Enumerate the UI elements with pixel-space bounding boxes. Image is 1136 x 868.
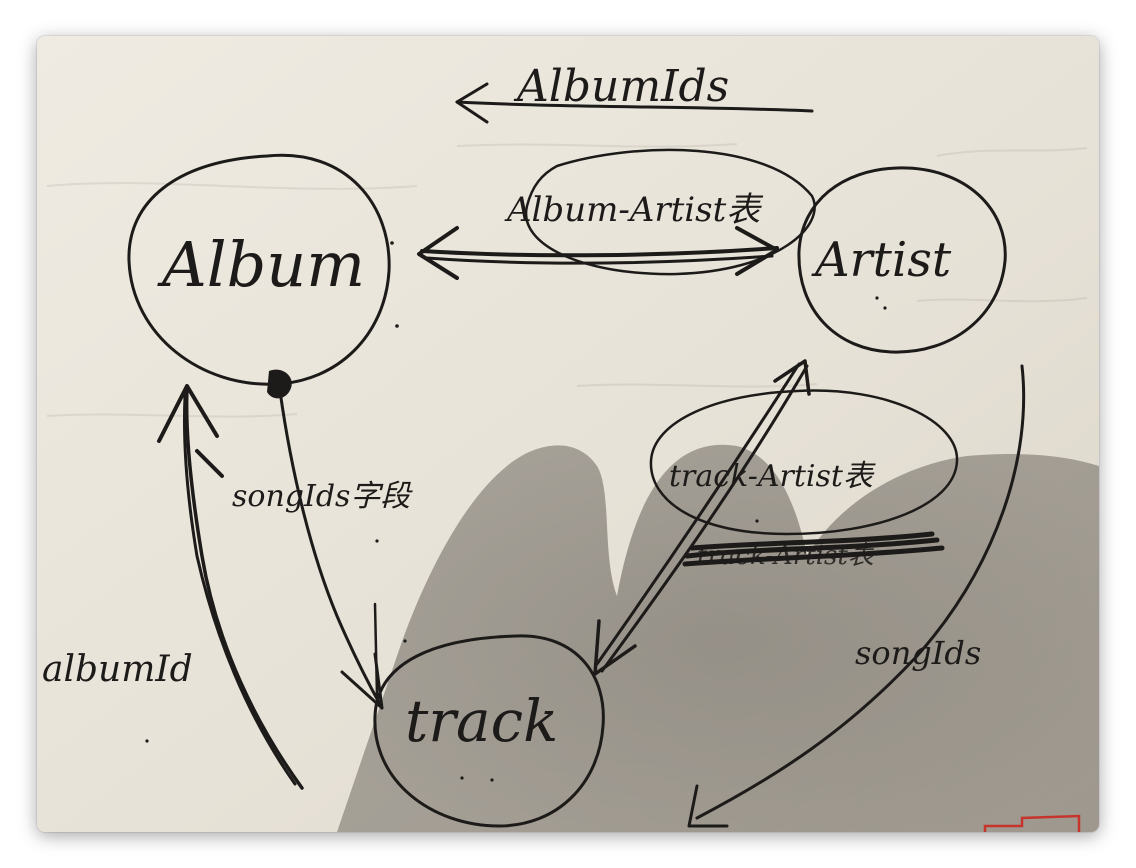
- artist-node-label: Artist: [811, 232, 952, 288]
- album-artist-right-head: [735, 226, 779, 276]
- songids-label: songIds: [855, 634, 981, 672]
- album-ids-arrow: [455, 100, 814, 113]
- albumid-label: albumId: [42, 649, 193, 690]
- albumid-arrow: [184, 386, 304, 790]
- album-artist-link-arrow: [420, 246, 779, 258]
- album-artist-oval: [524, 148, 816, 276]
- songids-arrow-head: [687, 784, 729, 828]
- track-node-label: track: [405, 687, 558, 755]
- album-artist-left-head: [417, 226, 459, 280]
- album-ids-label: AlbumIds: [513, 61, 729, 112]
- album-artist-link-arrow-2: [425, 254, 774, 265]
- album-node-label: Album: [157, 228, 365, 301]
- artist-node-circle: [797, 166, 1007, 354]
- track-artist-link-arrow-2: [595, 362, 801, 666]
- ink-dots: [145, 241, 887, 782]
- track-artist-link-arrow: [600, 364, 809, 673]
- track-node-circle: [373, 634, 605, 828]
- songids-field-label: songIds字段: [232, 479, 413, 514]
- track-artist-bottom-head: [593, 619, 637, 676]
- handwritten-diagram: Album Artist track AlbumIds Album-Artist…: [37, 36, 1099, 832]
- albumid-arrow-head: [157, 384, 224, 478]
- track-tick-mark: [373, 602, 379, 698]
- notebook-photo: Album Artist track AlbumIds Album-Artist…: [37, 36, 1099, 832]
- track-artist-note: track-Artist表: [669, 459, 876, 494]
- strike-through-scribble: [682, 531, 945, 567]
- album-ids-arrow-head: [455, 82, 489, 124]
- songids-field-arrow: [278, 389, 384, 710]
- red-ink-mark: [983, 814, 1081, 832]
- track-artist-top-head: [773, 359, 811, 396]
- bleed-through-marks: [46, 143, 1088, 418]
- track-artist-oval: [649, 389, 959, 536]
- album-dot: [267, 369, 292, 399]
- albumid-arrow-2: [183, 394, 297, 786]
- songids-arrow: [695, 364, 1026, 820]
- album-artist-note: Album-Artist表: [504, 190, 764, 230]
